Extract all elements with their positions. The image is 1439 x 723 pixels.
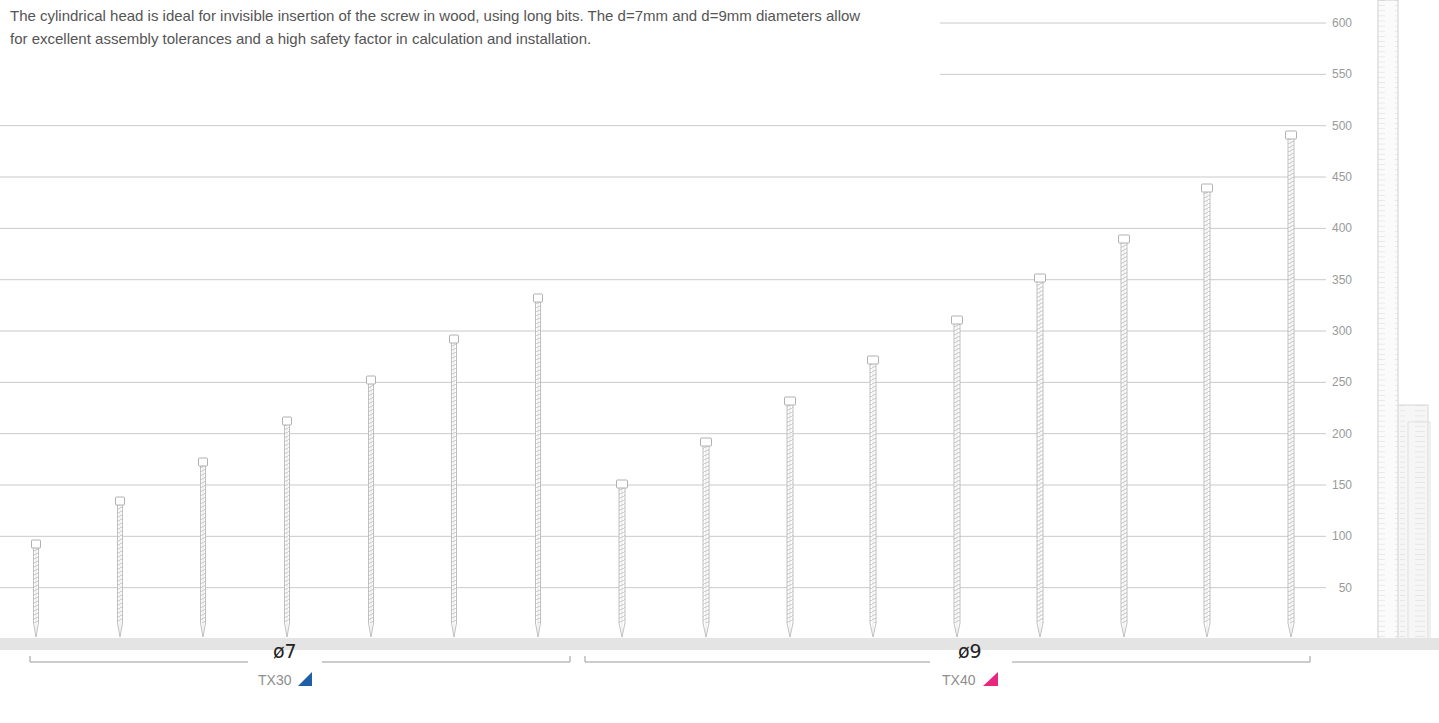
screw [116,497,125,637]
screw [32,540,41,637]
group-brackets [30,656,1310,662]
scale-value: 400 [1330,221,1354,235]
scale-value: 600 [1330,16,1354,30]
drive-label: TX30 [258,672,291,688]
grid-line [0,177,1326,178]
scale-value: 450 [1330,170,1354,184]
scale-value: 50 [1337,581,1354,595]
tx30-marker [298,672,312,686]
scale-value: 100 [1330,529,1354,543]
screws [32,131,1297,637]
scale-value: 500 [1330,119,1354,133]
intro-text: The cylindrical head is ideal for invisi… [10,4,870,50]
drive-label: TX40 [942,672,975,688]
grid-line [0,228,1326,229]
screw [617,480,628,637]
scale-value: 550 [1330,67,1354,81]
screw [450,335,459,637]
screw [868,356,879,637]
scale-value: 350 [1330,273,1354,287]
scale-value: 300 [1330,324,1354,338]
screw [1286,131,1297,637]
screw [199,458,208,637]
scale-value: 250 [1330,375,1354,389]
diameter-label: ø7 [273,640,297,662]
screw [952,316,963,637]
diameter-label: ø9 [958,640,982,662]
screw [1119,235,1130,637]
tx40-marker [983,672,998,686]
scale-value: 150 [1330,478,1354,492]
ground-band [0,638,1439,650]
grid-line [940,23,1326,24]
scale-value: 200 [1330,427,1354,441]
screw [283,417,292,637]
screw [1035,274,1046,637]
tape-measure [1378,0,1430,641]
screw [785,397,796,637]
screw [534,294,543,637]
screw [367,376,376,637]
screw [1202,184,1213,637]
grid-line [940,74,1326,75]
grid-line [0,125,1326,126]
screw [701,438,712,637]
